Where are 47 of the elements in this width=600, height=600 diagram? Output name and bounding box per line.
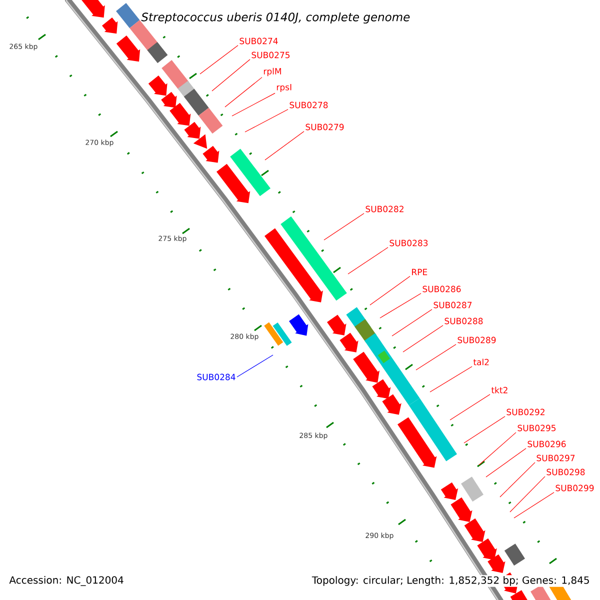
leader-line [324,213,364,240]
leader-line [264,131,304,160]
leader-line [478,432,516,466]
leader-line [514,492,554,518]
leader-line [500,462,536,498]
gene-label: SUB0289 [458,336,496,344]
leader-line [392,309,432,336]
gene-label: SUB0275 [252,52,290,58]
accession-text: Accession: NC_012004 [9,576,124,586]
gene-label: SUB0278 [290,102,328,108]
gene-label: tkt2 [491,386,508,394]
gene-label: tal2 [473,358,489,366]
leader-line [450,394,490,420]
leader-line [212,59,250,92]
leader-line [244,109,288,132]
leader-line [416,344,456,370]
gene-label: rplM [264,68,281,76]
leader-line [486,448,526,478]
leader-line [370,276,410,306]
gene-label: SUB0296 [528,440,566,448]
leader-line [402,325,444,352]
gene-label: SUB0297 [536,454,575,462]
gene-label: SUB0284 [197,374,236,380]
gene-label: RPE [412,268,428,276]
leader-line [232,92,276,116]
leader-line [430,366,472,392]
genome-info-text: Topology: circular; Length: 1,852,352 bp; Genes: 1,845 [310,575,591,587]
gene-label: SUB0286 [422,286,461,292]
gene-label: rpsI [276,84,292,92]
gene-label: SUB0298 [546,468,585,476]
gene-label: SUB0274 [240,38,278,44]
leader-line [224,77,262,108]
gene-label: SUB0282 [366,206,404,212]
gene-label: SUB0295 [518,424,556,432]
gene-label: SUB0279 [306,124,344,130]
gene-label: SUB0288 [444,318,483,324]
leader-line [380,293,422,318]
gene-label: SUB0292 [506,408,544,416]
leader-line [348,247,388,274]
leader-line [200,45,238,74]
title: Streptococcus uberis 0140J, complete genome [141,12,410,24]
gene-label: SUB0287 [434,302,472,308]
leader-line [464,416,506,444]
gene-label: SUB0299 [556,484,594,492]
leader-line [236,354,274,378]
leader-line [510,476,546,512]
gene-label: SUB0283 [390,240,428,246]
